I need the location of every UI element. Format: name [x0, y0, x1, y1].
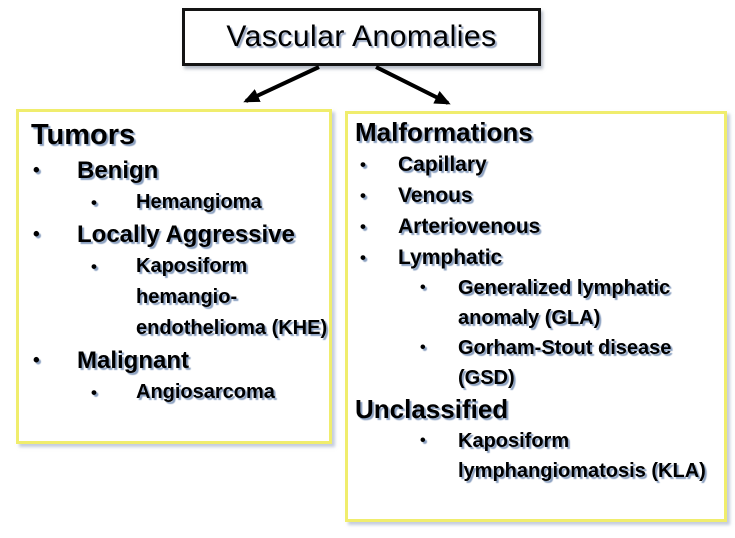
list-item-label: Hemangioma [136, 191, 262, 213]
tumors-heading: Tumors [31, 119, 136, 151]
list-item-label: Capillary [398, 153, 487, 176]
list-item-label: Benign [77, 157, 159, 184]
list-item-label: Lymphatic [398, 246, 503, 269]
list-item-malignant: • Malignant [19, 344, 329, 377]
list-item-locally-aggressive: • Locally Aggressive [19, 218, 329, 251]
list-item-gsd: • Gorham-Stout disease (GSD) [348, 333, 724, 393]
arrow-right-icon [375, 65, 451, 105]
bullet-icon: • [360, 155, 366, 174]
page-title: Vascular Anomalies [226, 20, 497, 53]
list-item-label: Angiosarcoma [136, 381, 275, 403]
list-item-label: Malignant [77, 347, 189, 374]
tumors-box: Tumors • Benign • Hemangioma • Locally A… [16, 109, 332, 444]
list-item-capillary: • Capillary [348, 149, 724, 180]
list-item-hemangioma: • Hemangioma [19, 187, 329, 218]
bullet-icon: • [91, 383, 97, 402]
list-item-label: Generalized lymphatic anomaly (GLA) [458, 277, 671, 329]
list-item-arteriovenous: • Arteriovenous [348, 211, 724, 242]
bullet-icon: • [33, 350, 40, 371]
list-item-benign: • Benign [19, 154, 329, 187]
bullet-icon: • [420, 432, 426, 449]
arrow-left-icon [243, 65, 320, 103]
bullet-icon: • [33, 160, 40, 181]
bullet-icon: • [33, 224, 40, 245]
bullet-icon: • [91, 257, 97, 276]
unclassified-heading: Unclassified [355, 394, 509, 424]
list-item-label: Kaposiform hemangio-endothelioma (KHE) [136, 255, 328, 339]
title-box: Vascular Anomalies [182, 8, 541, 66]
list-item-label: Arteriovenous [398, 215, 541, 238]
list-item-khe: • Kaposiform hemangio-endothelioma (KHE) [19, 251, 329, 344]
list-item-gla: • Generalized lymphatic anomaly (GLA) [348, 273, 724, 333]
list-item-lymphatic: • Lymphatic [348, 242, 724, 273]
bullet-icon: • [360, 186, 366, 205]
list-item-label: Gorham-Stout disease (GSD) [458, 337, 672, 389]
bullet-icon: • [420, 339, 426, 356]
malformations-heading: Malformations [355, 117, 533, 147]
list-item-label: Kaposiform lymphangiomatosis (KLA) [458, 430, 706, 482]
list-item-label: Locally Aggressive [77, 221, 295, 248]
list-item-angiosarcoma: • Angiosarcoma [19, 377, 329, 408]
list-item-venous: • Venous [348, 180, 724, 211]
list-item-kla: • Kaposiform lymphangiomatosis (KLA) [348, 426, 724, 486]
bullet-icon: • [360, 248, 366, 267]
bullet-icon: • [360, 217, 366, 236]
list-item-label: Venous [398, 184, 473, 207]
bullet-icon: • [91, 193, 97, 212]
bullet-icon: • [420, 279, 426, 296]
malformations-box: Malformations • Capillary • Venous • Art… [345, 111, 727, 522]
